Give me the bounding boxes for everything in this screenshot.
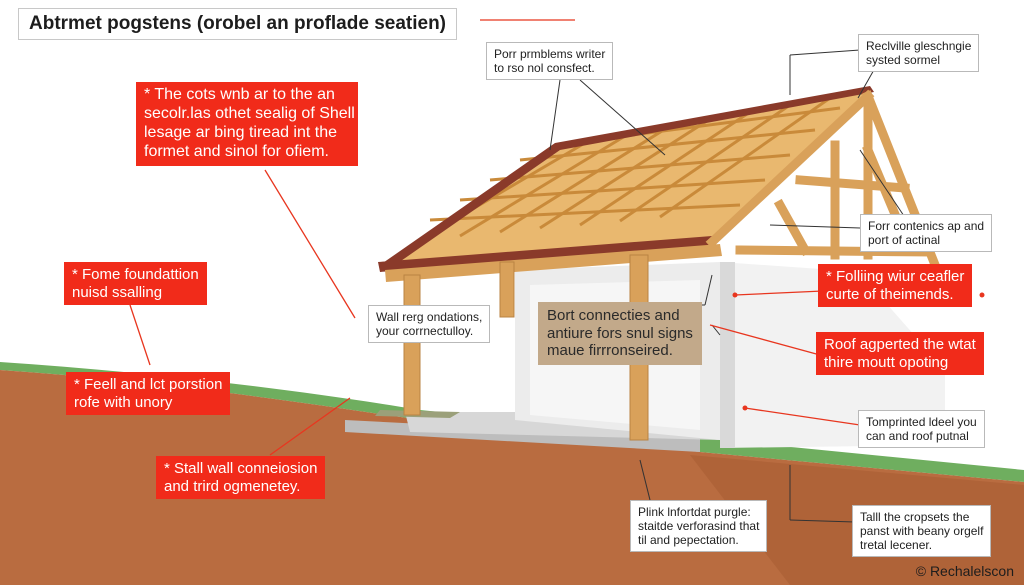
callout-text: Roof agperted the wtat (824, 336, 976, 353)
callout-text: panst with beany orgelf (860, 524, 984, 539)
callout-text: * Folliing wiur ceafler (826, 268, 965, 285)
callout-text: antiure fors snul signs (547, 324, 693, 342)
callout-roof-sealing: * The cots wnb ar to the an secolr.las o… (136, 82, 358, 166)
callout-text: maue firrronseired. (547, 342, 673, 360)
callout-roof-problems: Porr prmblems writer to rso nol consfect… (486, 42, 614, 81)
callout-text: to rso nol consfect. (494, 61, 595, 76)
callout-text: * Feell and lct porstion (74, 376, 223, 393)
copyright-text: © Rechalelscon (915, 563, 1014, 579)
callout-text: Wall rerg ondations, (376, 310, 483, 324)
callout-text: * Fome foundattion (72, 266, 199, 283)
callout-text: port of actinal (868, 233, 941, 248)
callout-text: Plink lnfortdat purgle: (638, 505, 751, 519)
callout-wall-foundations: Wall rerg ondations, your corrnectulloy. (368, 305, 491, 344)
callout-text: * Stall wall conneiosion (164, 460, 318, 477)
callout-text: nuisd ssalling (72, 283, 163, 301)
callout-text: Reclville gleschngie (866, 39, 972, 53)
callout-text: Porr prmblems writer (494, 47, 606, 61)
callout-text: * The cots wnb ar to the an (144, 86, 335, 103)
eave-beam (385, 244, 722, 282)
callout-text: til and pepectation. (638, 533, 739, 548)
callout-roof-supported: Roof agperted the wtat thire moutt opoti… (816, 332, 984, 376)
callout-tompinted: Tomprinted ldeel you can and roof putnal (858, 410, 985, 449)
callout-text: and trird ogmenetey. (164, 477, 301, 495)
callout-feell-portion: * Feell and lct porstion rofe with unory (66, 372, 231, 416)
callout-text: Forr contenics ap and (868, 219, 985, 233)
callout-text: thire moutt opoting (824, 353, 949, 371)
callout-connections: Bort connecties and antiure fors snul si… (538, 302, 702, 366)
leader-arrowheads (732, 292, 985, 411)
side-wall-shade (720, 262, 735, 448)
callout-ridge-system: Reclville gleschngie systed sormel (858, 34, 980, 73)
roof-battens (419, 96, 841, 242)
callout-text: curte of theimends. (826, 285, 954, 303)
roof-fascia (378, 236, 714, 272)
callout-text: rofe with unory (74, 393, 173, 411)
callout-text: tretal lecener. (860, 538, 933, 553)
page-title: Abtrmet pogstens (orobel an proflade sea… (18, 8, 457, 40)
callout-plink-information: Plink lnfortdat purgle: staitde verforas… (630, 500, 768, 553)
callout-text: formet and sinol for ofiem. (144, 142, 329, 160)
callout-text: Bort connecties and (547, 307, 680, 324)
callout-text: Tomprinted ldeel you (866, 415, 977, 429)
callout-wall-connection: * Stall wall conneiosion and trird ogmen… (156, 456, 326, 500)
callout-text: your corrnectulloy. (376, 324, 474, 339)
callout-text: lesage ar bing tiread int the (144, 123, 338, 141)
callout-cropsets: Talll the cropsets the panst with beany … (852, 505, 992, 558)
callout-text: can and roof putnal (866, 429, 969, 444)
callout-foundation: * Fome foundattion nuisd ssalling (64, 262, 207, 306)
callout-contenics: Forr contenics ap and port of actinal (860, 214, 993, 253)
callout-text: systed sormel (866, 53, 941, 68)
callout-text: secolr.las othet sealig of Shell (144, 104, 355, 122)
leader-lines (549, 49, 911, 523)
callout-text: Talll the cropsets the (860, 510, 970, 524)
callout-folling: * Folliing wiur ceafler curte of theimen… (818, 264, 973, 308)
callout-text: staitde verforasind that (638, 519, 760, 534)
